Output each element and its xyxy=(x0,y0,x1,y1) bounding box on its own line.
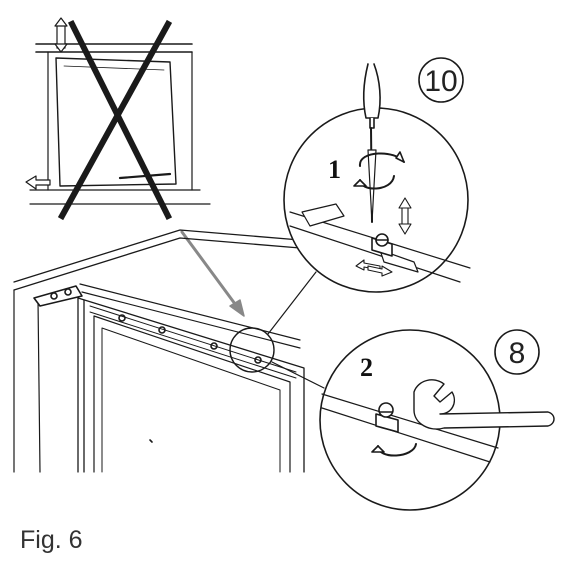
cross-out-icon xyxy=(57,19,173,221)
badge-10: 10 xyxy=(418,57,464,103)
nut-icon xyxy=(375,402,399,433)
rotate-arrow-icon xyxy=(371,443,417,457)
figure-caption: Fig. 6 xyxy=(20,526,83,554)
badge-8: 8 xyxy=(494,329,540,375)
rotate-arrow-icon xyxy=(353,151,405,190)
screw-icon xyxy=(371,233,393,257)
zoom-view-step-2: 2 xyxy=(319,329,555,511)
incorrect-installation-panel xyxy=(25,17,211,221)
double-arrow-icon xyxy=(355,259,393,277)
hinge-icon xyxy=(33,285,83,307)
step-1-label: 1 xyxy=(328,155,341,184)
left-arrow-icon xyxy=(25,175,51,190)
wrench-icon xyxy=(413,379,555,430)
screwdriver-icon xyxy=(363,63,381,223)
cabinet-main-view xyxy=(13,229,325,473)
zoom-view-step-1: 1 xyxy=(283,63,471,293)
double-arrow-icon xyxy=(398,197,412,235)
step-2-label: 2 xyxy=(360,353,373,382)
pointer-arrow xyxy=(180,230,245,317)
badge-8-text: 8 xyxy=(509,337,526,370)
badge-10-text: 10 xyxy=(424,65,457,98)
gap-double-arrow-icon xyxy=(54,17,68,53)
